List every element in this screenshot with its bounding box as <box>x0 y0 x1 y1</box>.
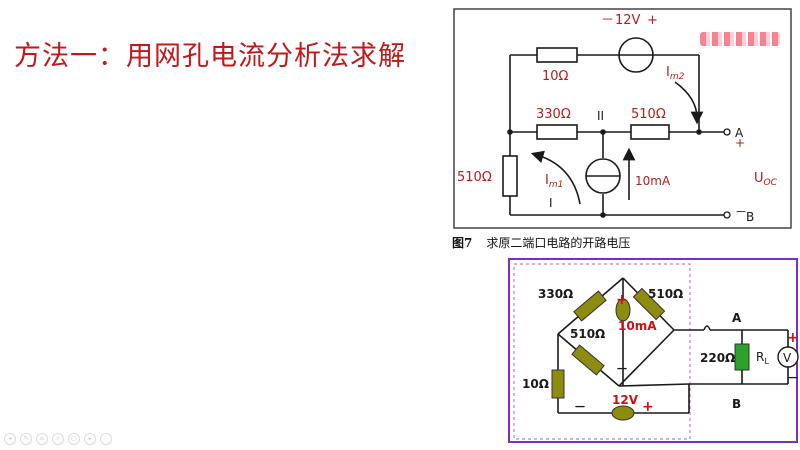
resistor-510-right-label: 510Ω <box>648 287 683 301</box>
node-ii-label: II <box>597 109 604 123</box>
wire-crossover <box>703 325 711 331</box>
nav-zoom-icon[interactable]: ⌕ <box>52 433 64 445</box>
voltmeter-symbol: V <box>783 351 792 365</box>
terminal-b-label: B <box>732 397 741 411</box>
resistor-10-label: 10Ω <box>522 377 549 391</box>
resistor-510-left-label: 510Ω <box>457 170 492 185</box>
load-resistor-label: RL <box>756 350 769 366</box>
resistor-510-inner-body <box>571 344 605 376</box>
node-i-label: I <box>549 196 553 210</box>
resistor-510-inner-label: 510Ω <box>570 327 605 341</box>
current-source-label: 10mA <box>618 319 657 333</box>
current-source-10ma-body <box>615 298 631 322</box>
resistor-10-label: 10Ω <box>542 69 569 84</box>
nodes <box>507 129 702 218</box>
nav-view-icon[interactable]: ▢ <box>68 433 80 445</box>
terminal-minus-label: － <box>735 205 747 219</box>
resistor-330-label: 330Ω <box>538 287 573 301</box>
slide-nav-controls[interactable]: ◂ ✎ ≡ ⌕ ▢ ▸ ⋯ <box>4 433 112 445</box>
voltage-source-minus: － <box>574 400 586 414</box>
slide-title: 方法一：用网孔电流分析法求解 <box>14 41 406 72</box>
resistor-10 <box>536 47 578 63</box>
terminal-a-label: A <box>735 126 744 140</box>
resistor-330-body <box>573 290 607 322</box>
mesh-current-2-arrow <box>674 81 704 125</box>
resistor-510-right-body <box>632 287 666 321</box>
voltage-source-plus: + <box>642 399 654 415</box>
nav-prev-icon[interactable]: ◂ <box>4 433 16 445</box>
current-source-plus: + <box>616 292 628 308</box>
resistor-220-body <box>734 343 750 371</box>
terminal-plus-label: + <box>735 136 745 150</box>
resistor-330 <box>536 124 578 140</box>
voltmeter-minus: － <box>787 371 799 385</box>
mesh-current-1-label: Im1 <box>545 173 563 190</box>
terminal-a-label: A <box>732 311 742 325</box>
nav-pen-icon[interactable]: ✎ <box>20 433 32 445</box>
resistor-510-middle <box>630 124 670 140</box>
terminal-a <box>723 128 731 136</box>
nav-next-icon[interactable]: ▸ <box>84 433 96 445</box>
nav-more-icon[interactable]: ⋯ <box>100 433 112 445</box>
current-source-label: 10mA <box>635 174 671 188</box>
resistor-220-label: 220Ω <box>700 351 735 365</box>
source-voltage-label: 12V <box>615 13 641 28</box>
voltage-source-label: 12V <box>612 393 639 407</box>
mesh-current-2-label: Im2 <box>666 65 685 82</box>
figure-caption-text: 求原二端口电路的开路电压 <box>486 236 631 250</box>
nav-menu-icon[interactable]: ≡ <box>36 433 48 445</box>
resistor-510-left <box>502 155 518 197</box>
source-minus-label: － <box>601 13 614 28</box>
dashed-region <box>513 263 691 440</box>
source-plus-label: + <box>647 13 658 28</box>
terminal-b <box>723 211 731 219</box>
wires <box>509 54 724 216</box>
resistor-10-body <box>551 369 565 399</box>
current-source-minus: － <box>616 362 628 376</box>
voltage-source-12v-body <box>611 405 635 421</box>
open-circuit-voltage-label: UOC <box>754 171 778 188</box>
resistor-330-label: 330Ω <box>536 107 571 122</box>
resistor-510-middle-label: 510Ω <box>631 107 666 122</box>
voltmeter-icon <box>777 346 799 368</box>
figure-caption: 图7 求原二端口电路的开路电压 <box>452 234 630 251</box>
voltmeter-plus: + <box>787 330 799 346</box>
mesh-current-1-arrow <box>530 150 581 205</box>
figure-number: 图7 <box>452 236 473 250</box>
blurred-watermark <box>700 32 780 46</box>
terminal-b-label: B <box>746 210 754 224</box>
bridge-circuit-photo: V 330Ω 510Ω 510Ω 10Ω 10mA 12V + － + － 22… <box>508 258 799 443</box>
